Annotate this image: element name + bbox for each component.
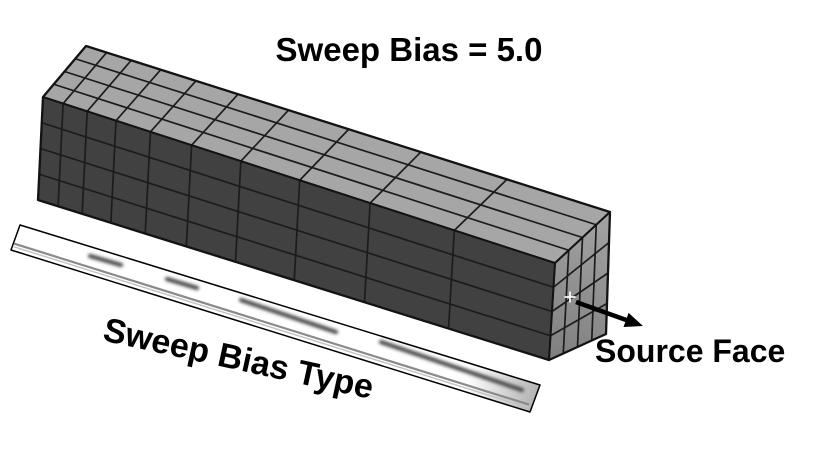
figure-title: Sweep Bias = 5.0 <box>275 31 543 68</box>
source-face-label: Source Face <box>595 333 786 369</box>
bias-ruler-dashes <box>87 253 525 393</box>
source-face-arrow <box>575 299 643 327</box>
crosshair-cursor-icon <box>564 291 576 303</box>
bias-ruler <box>10 224 541 413</box>
mesh-block <box>36 44 612 362</box>
arrowhead-icon <box>623 312 643 327</box>
